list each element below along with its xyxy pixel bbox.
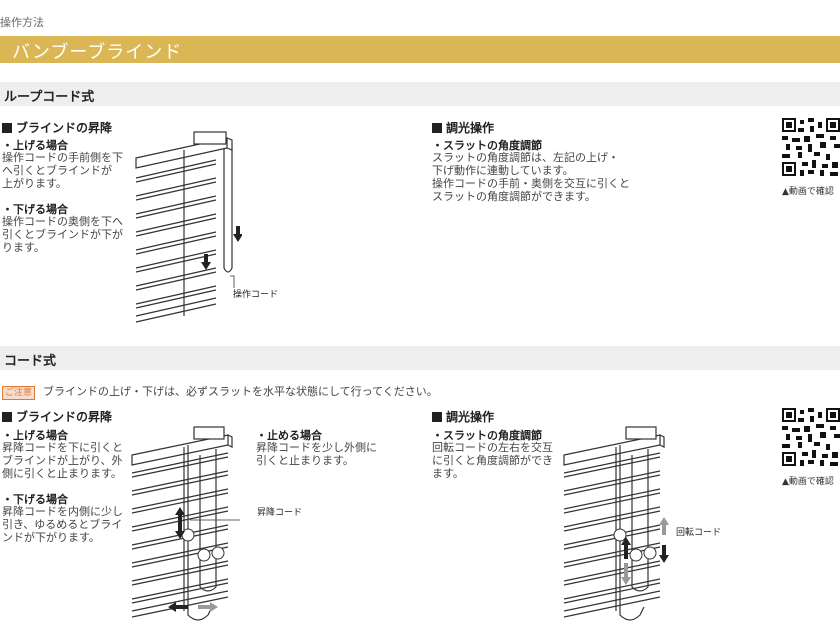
notice-text: ブラインドの上げ・下げは、必ずスラットを水平な状態にして行ってください。 [43, 385, 438, 398]
breadcrumb: 操作方法 [0, 16, 44, 29]
page-title: バンブーブラインド [12, 42, 183, 63]
qr-code-icon[interactable] [782, 118, 840, 176]
tilt-cord-blind-diagram [563, 426, 669, 621]
callout-operation-cord: 操作コード [233, 290, 279, 300]
square-bullet-icon [2, 412, 12, 422]
callout-rotation-cord: 回転コード [676, 528, 722, 538]
loop-cord-blind-diagram [135, 131, 242, 323]
subsection-heading-raise-lower: ブラインドの昇降 [2, 119, 112, 136]
qr-caption-watch-video-2[interactable]: ▲動画で確認 [782, 477, 834, 487]
item-text-raise: 操作コードの手前側を下 へ引くとブラインドが 上がります。 [2, 151, 123, 190]
section-header-cord: コード式 [0, 346, 840, 370]
item-text-slat-angle: スラットの角度調節は、左記の上げ・ 下げ動作に連動しています。 操作コードの手前… [432, 151, 630, 203]
cord-lift-blind-diagram [131, 426, 240, 621]
item-text-lower-2: 昇降コードを内側に少し 引き、ゆるめるとブライ ンドが下がります。 [2, 505, 123, 544]
callout-lift-cord: 昇降コード [257, 508, 303, 518]
page-title-bar: バンブーブラインド [0, 36, 840, 63]
item-title-raise-2: ・上げる場合 [2, 429, 68, 442]
item-title-raise: ・上げる場合 [2, 139, 68, 152]
qr-code-icon-2[interactable] [782, 408, 840, 466]
square-bullet-icon [432, 123, 442, 133]
item-title-stop: ・止める場合 [256, 429, 322, 442]
item-text-raise-2: 昇降コードを下に引くと ブラインドが上がり、外 側に引くと止まります。 [2, 441, 123, 480]
item-text-lower: 操作コードの奥側を下へ 引くとブラインドが下が ります。 [2, 215, 123, 254]
square-bullet-icon [432, 412, 442, 422]
subsection-heading-light-control-2: 調光操作 [432, 408, 494, 425]
subsection-heading-light-control: 調光操作 [432, 119, 494, 136]
item-title-slat-angle: ・スラットの角度調節 [432, 139, 542, 152]
square-bullet-icon [2, 123, 12, 133]
section-title: コード式 [4, 354, 57, 369]
section-title: ループコード式 [4, 90, 95, 105]
item-text-slat-angle-2: 回転コードの左右を交互 に引くと角度調節ができ ます。 [432, 441, 553, 480]
section-header-loop-cord: ループコード式 [0, 82, 840, 106]
qr-caption-watch-video[interactable]: ▲動画で確認 [782, 187, 834, 197]
notice: ご注意ブラインドの上げ・下げは、必ずスラットを水平な状態にして行ってください。 [2, 383, 438, 400]
item-title-lower-2: ・下げる場合 [2, 493, 68, 506]
notice-badge: ご注意 [2, 386, 36, 400]
subsection-heading-raise-lower-2: ブラインドの昇降 [2, 408, 112, 425]
item-text-stop: 昇降コードを少し外側に 引くと止まります。 [256, 441, 377, 467]
item-title-lower: ・下げる場合 [2, 203, 68, 216]
item-title-slat-angle-2: ・スラットの角度調節 [432, 429, 542, 442]
